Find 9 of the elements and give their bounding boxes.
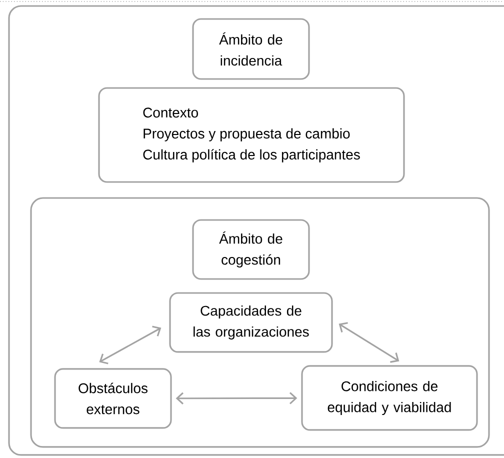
- text-box: Obstáculos externos: [54, 368, 172, 429]
- text-box: Ámbito de cogestión: [192, 219, 310, 280]
- text-box: Capacidades de las organizaciones: [169, 292, 333, 353]
- double-arrow: [338, 322, 400, 363]
- double-arrow: [99, 326, 162, 364]
- text-box: Ámbito de incidencia: [192, 18, 310, 80]
- text-box: Condiciones de equidad y viabilidad: [301, 365, 478, 431]
- double-arrow: [176, 392, 298, 404]
- list-box: Contexto Proyectos y propuesta de cambio Cultura política de los participantes: [98, 87, 405, 183]
